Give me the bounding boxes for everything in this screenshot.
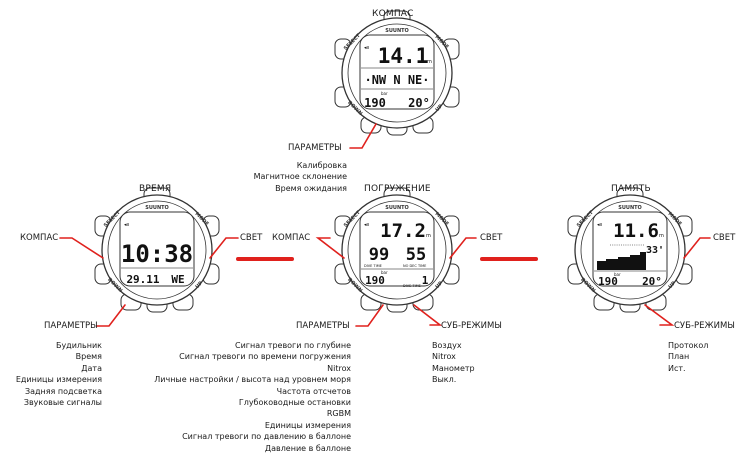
time-params-list: Будильник Время Дата Единицы измерения З… [16, 340, 102, 408]
up-button-label: UP [434, 280, 444, 290]
dive-mode-title: ПОГРУЖЕНИЕ [364, 184, 431, 194]
up-button-label: UP [667, 280, 677, 290]
list-item: Личные настройки / высота над уровнем мо… [154, 375, 351, 385]
lcd-weekday: WE [171, 273, 184, 286]
list-item: Будильник [55, 341, 102, 350]
list-item: Время [75, 352, 102, 362]
compass-params-list: Калибровка Магнитное склонение Время ожи… [254, 160, 347, 194]
lcd-no-dec-label: NO DEC TIME [403, 264, 426, 268]
compass-params-label: ПАРАМЕТРЫ [288, 143, 342, 153]
dive-params-label: ПАРАМЕТРЫ [296, 321, 350, 331]
lcd-depth-unit: m [427, 59, 432, 65]
list-item: Протокол [668, 341, 709, 350]
dive-right-label: СВЕТ [480, 233, 503, 243]
time-mode-title: ВРЕМЯ [139, 184, 172, 194]
time-params-label: ПАРАМЕТРЫ [44, 321, 98, 331]
list-item: Дата [81, 363, 102, 373]
lcd-pressure: 190 [365, 274, 385, 287]
list-item: Сигнал тревоги по глубине [235, 341, 351, 350]
dive-submodes-list: Воздух Nitrox Манометр Выкл. [432, 340, 475, 386]
lcd-pressure: 190 [364, 96, 386, 110]
watch-brand-text: SUUNTO [385, 205, 409, 211]
memory-watch: SUUNTO SELECT MODE DOWN UP ◂ıı 11.6 m 33… [567, 187, 693, 313]
list-item: Время ожидания [275, 183, 347, 193]
lcd-depth-unit: m [659, 233, 664, 239]
lcd-pressure: 190 [598, 275, 618, 288]
lcd-dive-time-label: DIVE TIME [364, 264, 382, 268]
memory-submodes-list: Протокол План Ист. [668, 340, 708, 374]
lcd-temp: 20° [408, 96, 430, 110]
dive-params-list: Сигнал тревоги по глубине Сигнал тревоги… [154, 340, 351, 454]
up-button-label: UP [434, 103, 444, 113]
list-item: Манометр [432, 363, 475, 373]
lcd-clock: 10:38 [121, 240, 193, 268]
lcd-dive-num-label: DIVE TIME [403, 284, 421, 288]
list-item: Воздух [432, 341, 462, 350]
list-item: Сигнал тревоги по времени погружения [179, 352, 351, 362]
lcd-date: 29.11 [126, 273, 159, 286]
list-item: Единицы измерения [15, 375, 102, 385]
watch-brand-text: SUUNTO [618, 205, 642, 211]
list-item: Частота отсчетов [276, 386, 351, 396]
memory-mode-title: ПАМЯТЬ [611, 184, 651, 194]
list-item: План [668, 352, 690, 362]
lcd-depth: 14.1 [378, 44, 429, 68]
list-item: Давление в баллоне [264, 443, 351, 453]
list-item: Выкл. [432, 375, 457, 385]
list-item: Ист. [668, 363, 686, 373]
lcd-pressure-unit: bar [381, 91, 388, 96]
dive-left-label: КОМПАС [272, 233, 311, 243]
list-item: Единицы измерения [264, 420, 351, 430]
lcd-mark: ◂ıı [124, 222, 129, 228]
list-item: Сигнал тревоги по давлению в баллоне [182, 432, 351, 442]
list-item: Калибровка [296, 161, 347, 170]
list-item: RGBM [326, 409, 351, 419]
lcd-time: 33' [646, 245, 664, 256]
list-item: Задняя подсветка [24, 386, 102, 396]
memory-submodes-label: СУБ-РЕЖИМЫ [674, 321, 735, 331]
list-item: Nitrox [432, 352, 456, 362]
compass-mode-title: КОМПАС [372, 9, 414, 19]
list-item: Звуковые сигналы [23, 398, 102, 408]
lcd-right-value: 55 [406, 245, 426, 265]
lcd-counter: 1 [422, 274, 429, 287]
lcd-headings: ·NW N NE· [364, 73, 429, 87]
up-button-label: UP [194, 280, 204, 290]
lcd-pressure-unit: bar [381, 270, 388, 275]
depth-profile-graph [597, 252, 646, 270]
connector-lines [59, 123, 711, 327]
list-item: Магнитное склонение [253, 172, 347, 182]
dive-watch: SUUNTO SELECT MODE DOWN UP ◂ıı 17.2 m 99… [334, 187, 460, 313]
lcd-pressure-unit: bar [614, 272, 621, 277]
time-watch: SUUNTO SELECT MODE DOWN UP ◂ıı 10:38 29.… [94, 187, 220, 313]
list-item: Глубоководные остановки [238, 398, 351, 408]
watch-brand-text: SUUNTO [385, 28, 409, 34]
time-left-label: КОМПАС [20, 233, 59, 243]
lcd-depth: 17.2 [380, 220, 426, 242]
compass-watch: SUUNTO SELECT MODE DOWN UP 14.1 m ◂ıı ·N… [334, 10, 460, 136]
lcd-depth: 11.6 [613, 220, 659, 242]
time-right-label: СВЕТ [240, 233, 263, 243]
lcd-mark: ◂ıı [364, 222, 369, 228]
list-item: Nitrox [327, 363, 351, 373]
watch-brand-text: SUUNTO [145, 205, 169, 211]
lcd-left-value: 99 [369, 245, 389, 265]
dive-submodes-label: СУБ-РЕЖИМЫ [441, 321, 502, 331]
memory-right-label: СВЕТ [713, 233, 736, 243]
lcd-temp: 20° [642, 275, 662, 288]
lcd-depth-unit: m [426, 233, 431, 239]
lcd-mark: ◂ıı [597, 222, 602, 228]
lcd-mark: ◂ıı [364, 45, 369, 51]
